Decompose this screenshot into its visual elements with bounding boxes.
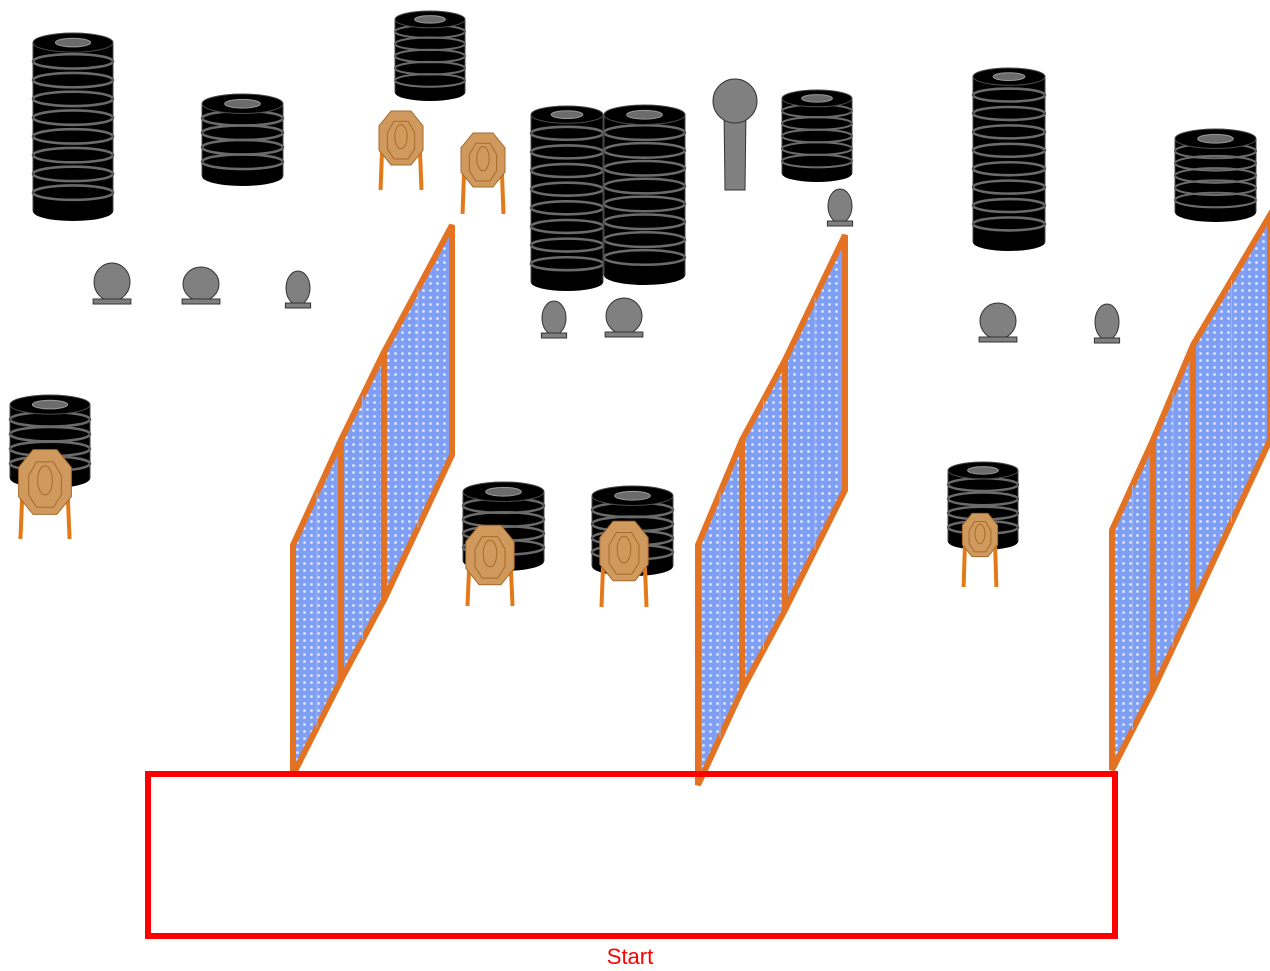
steel-plate-icon [978,302,1018,343]
steel-plate-icon [1093,303,1121,344]
vision-barrier-icon [290,223,455,777]
tire-stack-icon [602,104,687,285]
stage-props [8,10,1258,608]
tire-stack-icon [1173,128,1258,222]
tire-stack-icon [200,93,285,186]
steel-plate-icon [540,300,568,339]
paper-target-icon [961,512,999,588]
vision-barrier-icon [1109,209,1270,772]
tire-stack-icon [529,105,605,291]
steel-popper-icon [712,78,758,191]
vision-barriers [290,209,1270,787]
paper-target-icon [460,132,506,215]
paper-target-icon [18,449,72,540]
steel-plate-icon [826,188,854,227]
tire-stack-icon [780,89,854,183]
paper-target-icon [465,524,515,607]
paper-target-icon [599,520,649,608]
steel-plate-icon [181,266,221,305]
tire-stack-icon [394,10,466,101]
start-label: Start [606,944,654,969]
vision-barrier-icon [695,233,848,787]
start-box [145,771,1118,939]
tire-stack-icon [31,32,115,221]
steel-plate-icon [604,297,644,338]
steel-plate-icon [284,270,312,309]
paper-target-icon [378,110,424,191]
tire-stack-icon [971,67,1047,251]
steel-plate-icon [92,262,132,305]
